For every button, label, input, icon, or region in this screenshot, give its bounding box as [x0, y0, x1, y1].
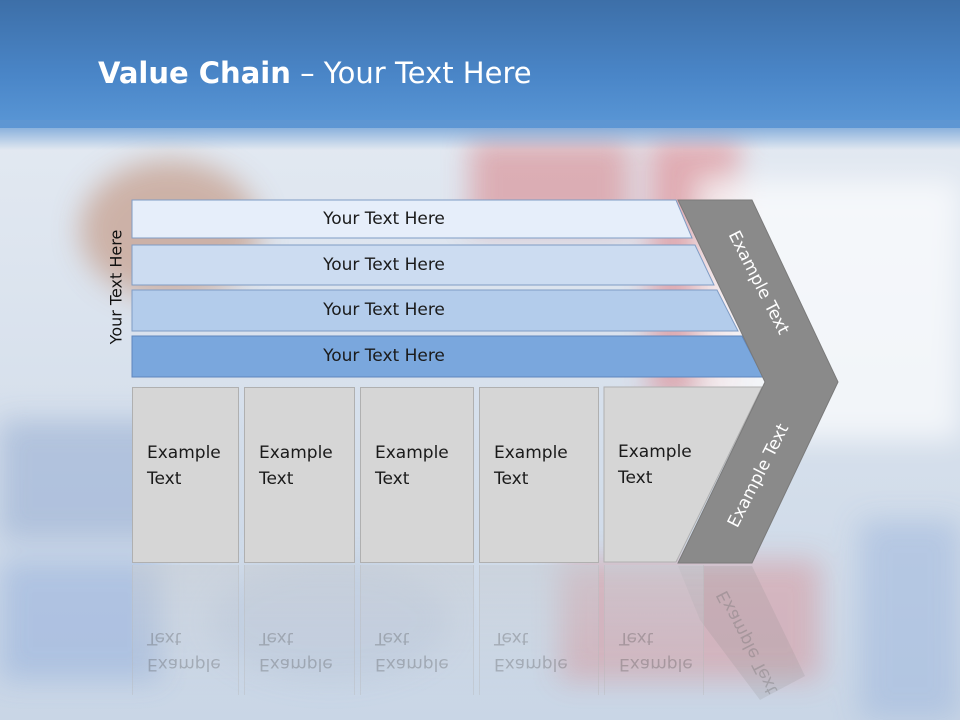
value-bar-2: Your Text Here [132, 246, 692, 284]
reflection-line2: Text [619, 628, 654, 648]
value-bar-label: Your Text Here [323, 255, 445, 275]
box-reflection-2: Example Text [244, 565, 355, 695]
bar-shape-1 [131, 199, 693, 239]
reflection-line1: Example [494, 654, 568, 674]
value-bar-3: Your Text Here [132, 291, 692, 329]
box-line1: Example [147, 443, 221, 463]
box-line1: Example [375, 443, 449, 463]
bar-shape-2 [131, 244, 715, 286]
reflection-line2: Text [494, 628, 529, 648]
reflection-line1: Example [147, 654, 221, 674]
title-rest: – Your Text Here [290, 56, 532, 90]
reflection-line1: Example [619, 654, 693, 674]
chevron-shape [677, 199, 839, 564]
chevron-reflection [678, 566, 805, 700]
reflection-text: Example Text [375, 625, 449, 677]
box-reflection-5: Example Text [604, 565, 704, 695]
box-line1: Example [259, 443, 333, 463]
value-bar-label: Your Text Here [323, 209, 445, 229]
reflection-text: Example Text [147, 625, 221, 677]
box-reflection-1: Example Text [132, 565, 239, 695]
reflection-text: Example Text [494, 625, 568, 677]
box-line2: Text [259, 469, 294, 489]
box-line2: Text [147, 469, 182, 489]
reflection-line1: Example [259, 654, 333, 674]
box-line2: Text [375, 469, 410, 489]
reflection-text: Example Text [259, 625, 333, 677]
reflection-line1: Example [375, 654, 449, 674]
reflection-line2: Text [147, 628, 182, 648]
value-bar-label: Your Text Here [323, 300, 445, 320]
box-reflection-3: Example Text [360, 565, 474, 695]
title-bold: Value Chain [98, 56, 291, 90]
header-fade [0, 120, 960, 150]
box-line2: Text [494, 469, 529, 489]
header-band [0, 0, 960, 128]
box-reflection-4: Example Text [479, 565, 599, 695]
slide-title: Value Chain – Your Text Here [98, 56, 532, 90]
box-line1: Example [618, 442, 692, 462]
value-bar-label: Your Text Here [323, 346, 445, 366]
reflection-text: Example Text [619, 625, 693, 677]
bar-shape-3 [131, 289, 739, 332]
value-bar-1: Your Text Here [132, 200, 692, 238]
reflection-line2: Text [259, 628, 294, 648]
reflection-line2: Text [375, 628, 410, 648]
value-bar-4: Your Text Here [132, 337, 692, 375]
box-line1: Example [494, 443, 568, 463]
box-shape-5 [603, 386, 763, 563]
box-line2: Text [618, 468, 653, 488]
